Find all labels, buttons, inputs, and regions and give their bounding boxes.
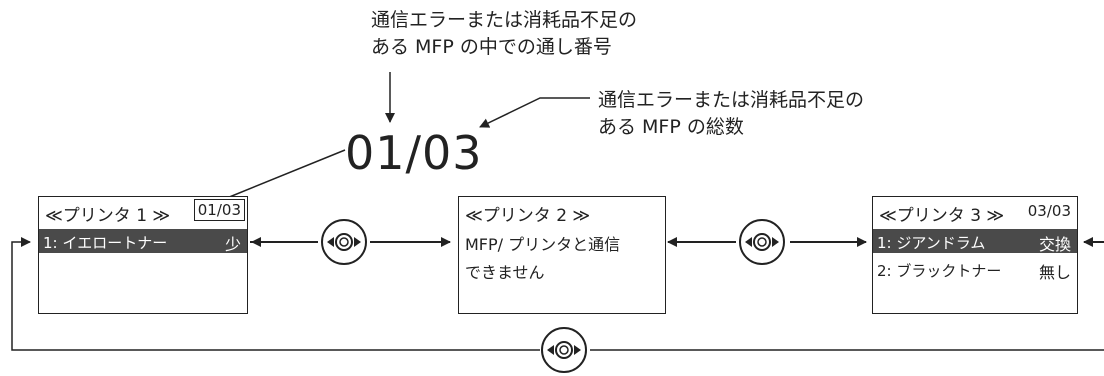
printer3-row-2-name: 2: ブラックトナー — [877, 262, 1002, 280]
printer2-screen: ≪プリンタ 2 ≫ MFP/ プリンタと通信 できません — [458, 196, 666, 314]
counter-leader-line — [221, 149, 346, 201]
printer3-title: ≪プリンタ 3 ≫ — [879, 206, 1005, 226]
printer2-message-line1: MFP/ プリンタと通信 — [465, 235, 621, 254]
printer2-message-line2: できません — [465, 263, 545, 282]
printer1-row-1-status: 少 — [224, 235, 241, 254]
total-label: 通信エラーまたは消耗品不足の ある MFP の総数 — [598, 87, 864, 141]
page-counter: 01/03 — [345, 126, 483, 180]
serial-label-line2: ある MFP の中での通し番号 — [371, 36, 612, 58]
printer3-row-2-status: 無し — [1038, 263, 1071, 282]
printer3-row-1-status: 交換 — [1038, 235, 1071, 254]
printer2-title: ≪プリンタ 2 ≫ — [465, 206, 591, 226]
printer3-row-1-name: 1: ジアンドラム — [877, 234, 986, 252]
printer3-row-2[interactable]: 2: ブラックトナー 無し — [873, 257, 1077, 282]
total-label-line1: 通信エラーまたは消耗品不足の — [598, 89, 865, 111]
printer1-row-1[interactable]: 1: イエロートナー 少 — [39, 229, 247, 254]
printer1-page-indicator: 01/03 — [193, 199, 245, 221]
nav-left-right-button-icon[interactable] — [736, 218, 788, 266]
total-pointer-arrow — [479, 97, 590, 128]
nav-left-right-button-icon[interactable] — [318, 218, 370, 266]
printer3-screen: ≪プリンタ 3 ≫ 03/03 1: ジアンドラム 交換 2: ブラックトナー … — [872, 196, 1078, 314]
nav-left-right-button-icon[interactable] — [538, 326, 590, 374]
arrow-loop-into-printer1 — [11, 237, 540, 351]
serial-label-line1: 通信エラーまたは消耗品不足の — [371, 9, 638, 31]
printer3-row-1[interactable]: 1: ジアンドラム 交換 — [873, 229, 1077, 254]
printer1-screen: ≪プリンタ 1 ≫ 01/03 1: イエロートナー 少 — [38, 196, 248, 314]
total-label-line2: ある MFP の総数 — [598, 116, 744, 138]
printer1-row-1-name: 1: イエロートナー — [43, 234, 168, 252]
printer3-page-indicator: 03/03 — [1027, 202, 1071, 220]
printer1-title: ≪プリンタ 1 ≫ — [45, 206, 171, 226]
serial-label: 通信エラーまたは消耗品不足の ある MFP の中での通し番号 — [371, 7, 637, 61]
